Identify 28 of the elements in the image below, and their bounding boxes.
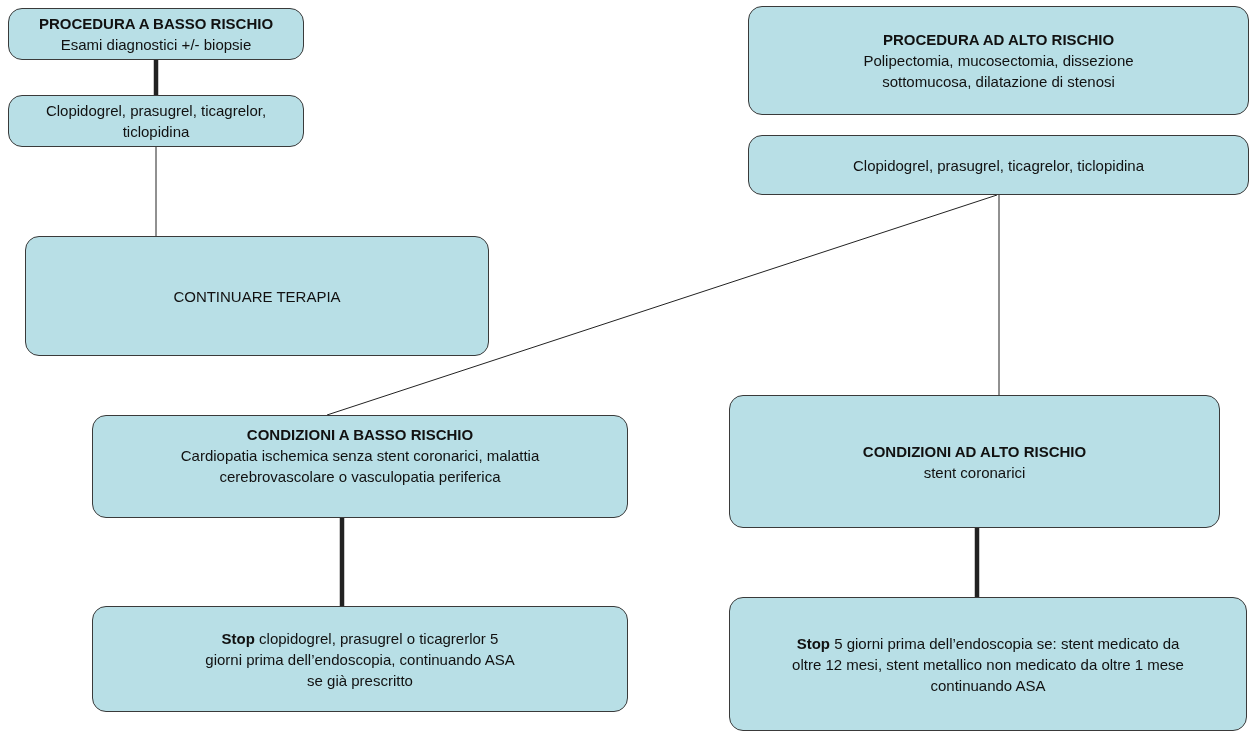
connector-line <box>998 194 1000 396</box>
connector-line <box>326 194 998 416</box>
box-text: Stop 5 giorni prima dell’endoscopia se: stent medicato da oltre 12 mesi, stent metallico non medicato da oltre 1 mese continuando ASA <box>791 633 1185 696</box>
process-box <box>748 6 1249 115</box>
connector-line <box>155 146 157 237</box>
action-box <box>729 597 1247 731</box>
box-text: Esami diagnostici +/- biopsie <box>60 35 252 55</box>
box-text: stent coronarici <box>923 462 1026 483</box>
connector-line <box>153 60 159 95</box>
action-box <box>92 606 628 712</box>
process-box <box>8 8 304 60</box>
box-text: Clopidogrel, prasugrel, ticagrelor, ticlopidina <box>853 155 1144 176</box>
box-heading: PROCEDURA A BASSO RISCHIO <box>38 14 274 34</box>
box-text: Clopidogrel, prasugrel, ticagrelor, ticlopidina <box>44 101 268 142</box>
condition-box <box>729 395 1220 528</box>
box-heading: CONDIZIONI A BASSO RISCHIO <box>246 425 474 445</box>
box-text: Stop clopidogrel, prasugrel o ticagrerlor 5 giorni prima dell’endoscopia, continuando ASA se già prescritto <box>204 628 516 691</box>
condition-box <box>92 415 628 518</box>
connector-line <box>339 518 345 606</box>
process-box <box>25 236 489 356</box>
connector-line <box>974 528 980 597</box>
box-heading: CONDIZIONI AD ALTO RISCHIO <box>862 441 1087 462</box>
box-text: Polipectomia, mucosectomia, dissezione sottomucosa, dilatazione di stenosi <box>862 51 1135 92</box>
process-box <box>748 135 1249 195</box>
box-text: CONTINUARE TERAPIA <box>173 286 341 307</box>
box-text: Cardiopatia ischemica senza stent coronarici, malattia cerebrovascolare o vasculopatia periferica <box>179 446 541 487</box>
process-box <box>8 95 304 147</box>
box-heading: PROCEDURA AD ALTO RISCHIO <box>882 30 1115 50</box>
